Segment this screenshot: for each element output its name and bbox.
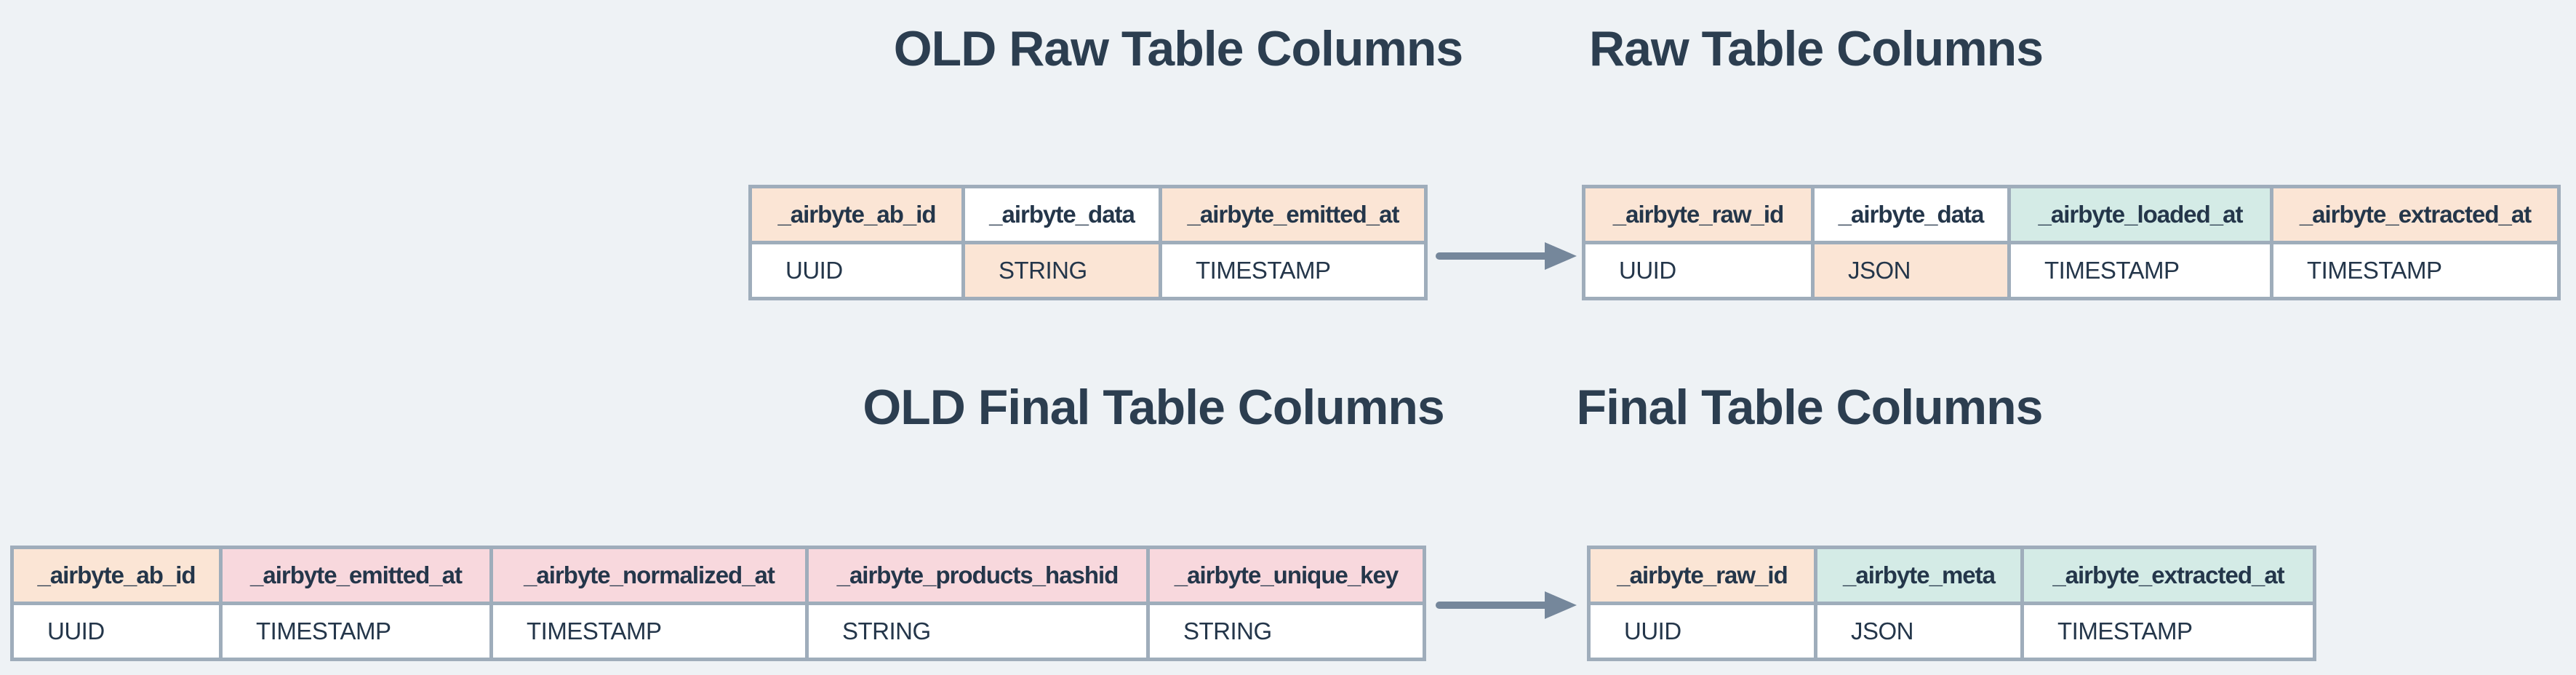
column-header-cell: _airbyte_emitted_at <box>1162 188 1424 241</box>
column-header-cell: _airbyte_ab_id <box>752 188 961 241</box>
old-final-table-title: OLD Final Table Columns <box>863 380 1444 435</box>
column-header-cell: _airbyte_unique_key <box>1150 549 1423 602</box>
column-type-cell: UUID <box>14 605 219 658</box>
right-arrow-icon <box>1434 234 1580 278</box>
column-type-cell: STRING <box>965 244 1159 297</box>
column-type-cell: JSON <box>1817 605 2020 658</box>
old-final-table: _airbyte_ab_id _airbyte_emitted_at _airb… <box>10 546 1426 661</box>
column-type-cell: TIMESTAMP <box>1162 244 1424 297</box>
column-type-cell: TIMESTAMP <box>2011 244 2270 297</box>
column-header-cell: _airbyte_raw_id <box>1591 549 1814 602</box>
column-type-cell: STRING <box>1150 605 1423 658</box>
column-header-cell: _airbyte_normalized_at <box>493 549 805 602</box>
raw-table: _airbyte_raw_id _airbyte_data _airbyte_l… <box>1582 185 2561 300</box>
column-header-cell: _airbyte_ab_id <box>14 549 219 602</box>
raw-table-title: Raw Table Columns <box>1588 21 2044 76</box>
column-header-cell: _airbyte_emitted_at <box>223 549 489 602</box>
column-header-cell: _airbyte_extracted_at <box>2273 188 2557 241</box>
column-type-cell: STRING <box>809 605 1146 658</box>
column-header-cell: _airbyte_raw_id <box>1585 188 1811 241</box>
final-table-title: Final Table Columns <box>1576 380 2044 435</box>
final-table: _airbyte_raw_id _airbyte_meta _airbyte_e… <box>1587 546 2316 661</box>
old-raw-table-title: OLD Raw Table Columns <box>893 21 1463 76</box>
column-type-cell: UUID <box>1585 244 1811 297</box>
column-type-cell: TIMESTAMP <box>2024 605 2313 658</box>
column-header-cell: _airbyte_data <box>965 188 1159 241</box>
column-header-cell: _airbyte_loaded_at <box>2011 188 2270 241</box>
right-arrow-icon <box>1434 583 1580 627</box>
column-type-cell: TIMESTAMP <box>223 605 489 658</box>
column-type-cell: UUID <box>752 244 961 297</box>
column-type-cell: UUID <box>1591 605 1814 658</box>
column-header-cell: _airbyte_data <box>1815 188 2007 241</box>
column-header-cell: _airbyte_products_hashid <box>809 549 1146 602</box>
column-header-cell: _airbyte_extracted_at <box>2024 549 2313 602</box>
old-raw-table: _airbyte_ab_id _airbyte_data _airbyte_em… <box>748 185 1428 300</box>
column-header-cell: _airbyte_meta <box>1817 549 2020 602</box>
column-type-cell: TIMESTAMP <box>2273 244 2557 297</box>
column-type-cell: TIMESTAMP <box>493 605 805 658</box>
column-type-cell: JSON <box>1815 244 2007 297</box>
